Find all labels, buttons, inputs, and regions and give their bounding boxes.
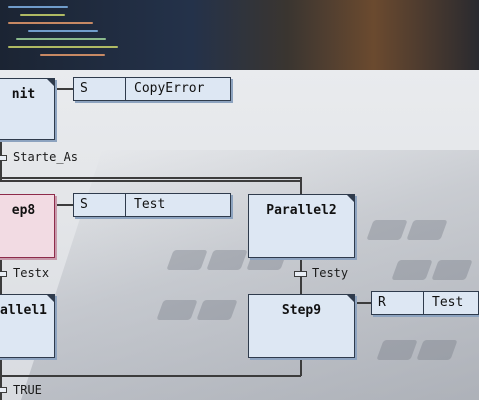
action-qualifier: R [372,292,424,314]
wire-to-parallel2 [300,177,302,195]
action-name: Test [432,295,464,310]
transition-label-testx: Testx [13,266,50,280]
wire-parallel-top-2 [0,180,301,182]
corner-marker-icon [46,294,55,303]
transition-bar[interactable] [0,155,7,161]
step-parallel2[interactable]: Parallel2 [248,194,355,258]
action-name: CopyError [134,81,205,96]
action-qualifier: S [74,78,126,100]
wire-parallel-top-1 [0,177,301,179]
desk-backdrop [0,70,479,400]
corner-marker-icon [46,78,55,87]
wire-step8-action [55,204,73,206]
corner-marker-icon [346,294,355,303]
step-step8[interactable]: ep8 [0,194,55,258]
code-screen-backdrop [0,0,479,70]
transition-bar[interactable] [0,271,7,277]
corner-marker-icon [346,194,355,203]
step-parallel2-label: Parallel2 [266,203,337,218]
action-init[interactable]: S CopyError [73,77,231,101]
step-init-label: nit [11,87,36,102]
transition-label-testy: Testy [312,266,349,280]
wire-join-bottom [0,375,301,377]
action-step9[interactable]: R Test [371,291,479,315]
step-init[interactable]: nit [0,78,55,140]
step-step9[interactable]: Step9 [248,294,355,358]
step-step8-label: ep8 [11,203,36,218]
step-step9-label: Step9 [281,303,322,318]
wire-step9-down [300,358,302,376]
transition-label-true: TRUE [13,383,42,397]
step-parallel1[interactable]: allel1 [0,294,55,358]
wire-parallel1-down [0,358,2,400]
wire-init-action [55,88,73,90]
wire-step9-action [355,302,371,304]
action-name: Test [134,197,166,212]
action-qualifier: S [74,194,126,216]
step-parallel1-label: allel1 [0,303,47,318]
transition-label-starte-as: Starte_As [13,150,79,164]
transition-bar[interactable] [294,271,307,277]
transition-bar[interactable] [0,387,7,393]
action-step8[interactable]: S Test [73,193,231,217]
